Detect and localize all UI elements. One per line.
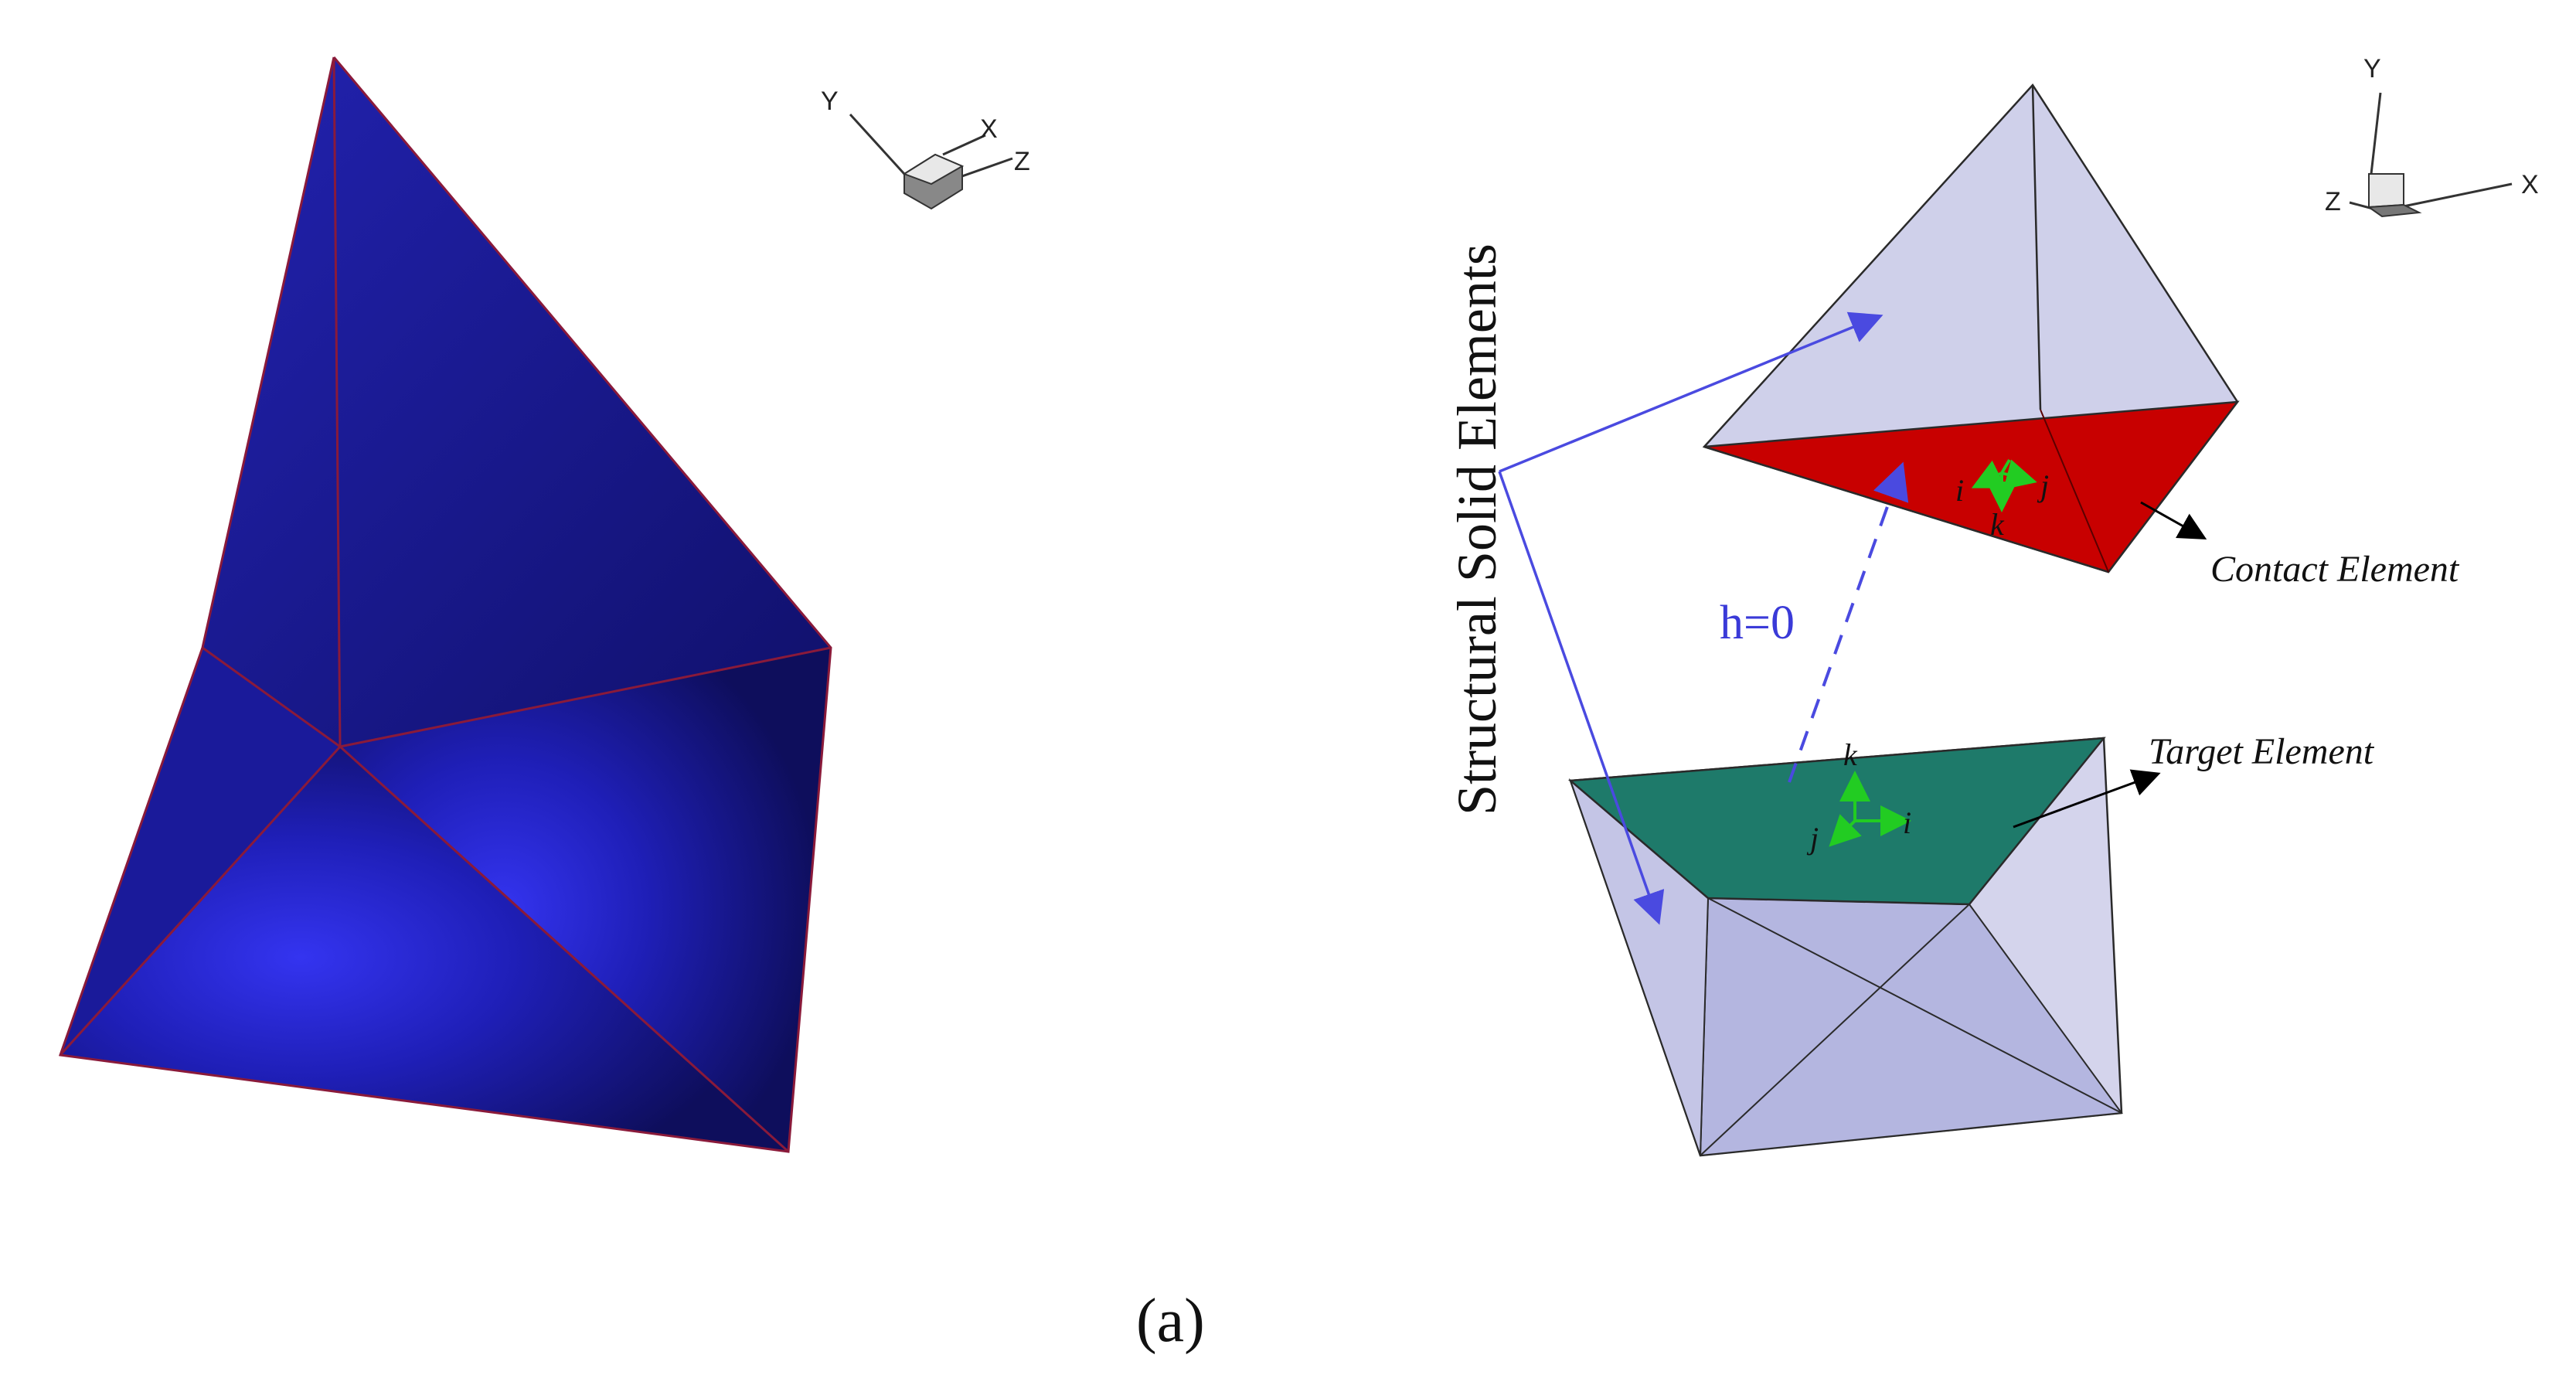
solid-face-bottom [60, 747, 788, 1152]
contact-label: Contact Element [2210, 549, 2460, 590]
lower-solid [1567, 737, 2123, 1157]
structural-arrow-lower [1498, 471, 1665, 925]
solid-face-left [60, 648, 340, 1055]
target-axis-i: i [1903, 805, 1911, 840]
contact-axis-j: j [2037, 468, 2049, 503]
target-axis-k: k [1843, 737, 1858, 772]
contact-local-axes [1971, 458, 2037, 512]
right-triad-y: Y [2363, 54, 2381, 83]
target-callout-arrow [2013, 769, 2161, 829]
upper-solid [1702, 83, 2240, 573]
left-triad-x: X [980, 114, 998, 144]
left-solid [58, 56, 832, 1153]
structural-arrow-upper [1499, 311, 1884, 473]
contact-face [1703, 400, 2240, 573]
right-triad-x: X [2521, 170, 2539, 199]
target-local-axes [1829, 771, 1911, 847]
solid-face-top [202, 57, 831, 747]
contact-axis-k: k [1990, 507, 2005, 542]
solid-face-right [340, 648, 831, 1152]
target-label: Target Element [2149, 731, 2375, 772]
right-axis-triad: Y X Z [2325, 54, 2539, 218]
gap-dashed-line [1788, 461, 1909, 783]
figure-caption: (a) [1136, 1287, 1205, 1355]
left-triad-z: Z [1014, 147, 1030, 176]
left-triad-y: Y [821, 87, 839, 116]
contact-axis-i: i [1955, 473, 1964, 508]
left-axis-triad: Y X Z [821, 87, 1030, 210]
gap-label: h=0 [1720, 597, 1795, 649]
triad-cube [2368, 173, 2404, 209]
target-axis-j: j [1806, 821, 1819, 856]
contact-callout-arrow [2140, 501, 2207, 539]
right-triad-z: Z [2325, 187, 2341, 216]
structural-label: Structural Solid Elements [1446, 243, 1508, 815]
